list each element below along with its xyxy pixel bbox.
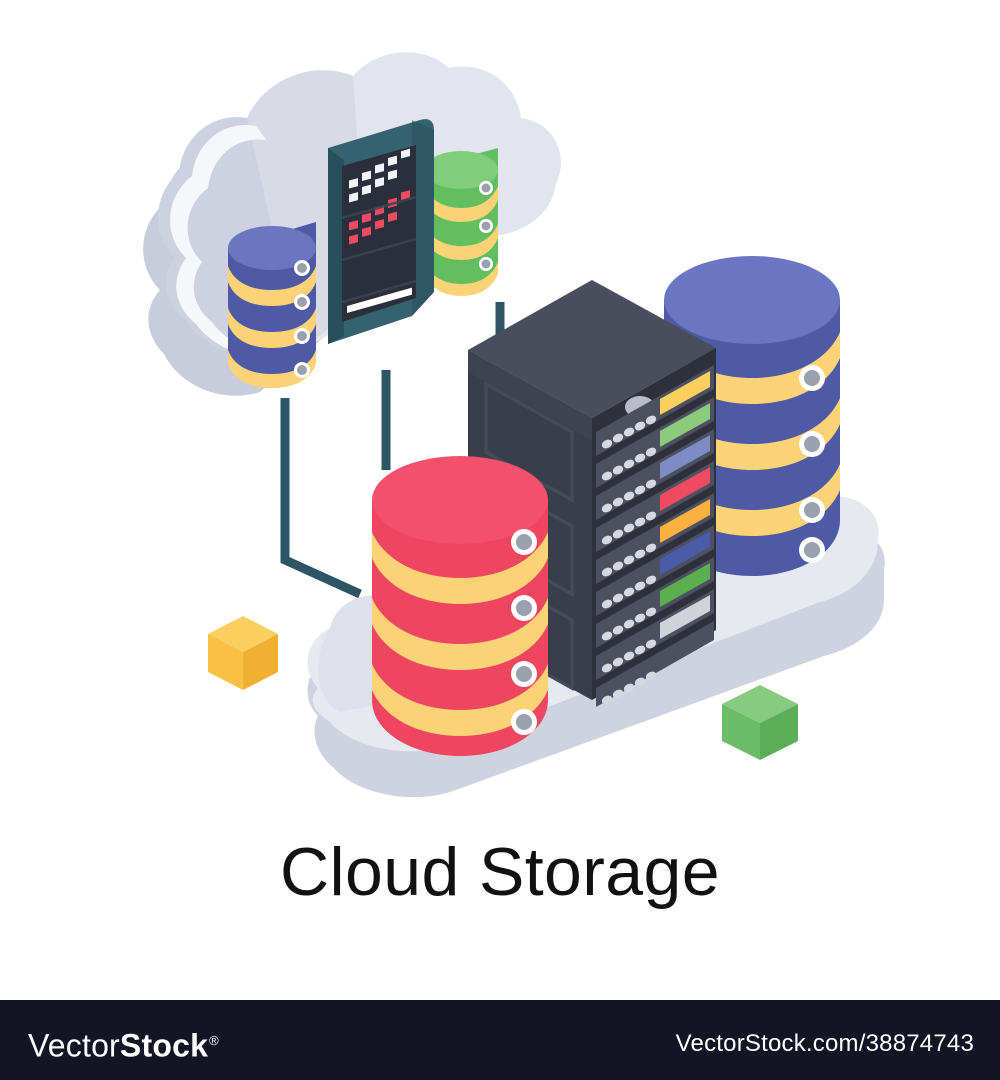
page-title: Cloud Storage — [280, 834, 720, 910]
rack-top-face — [468, 280, 716, 418]
status-bar-3 — [660, 435, 710, 479]
mini-server-rack — [328, 119, 434, 345]
brand-thin: Vector — [28, 1027, 120, 1064]
mini-rack-screen — [342, 145, 416, 322]
cloud-storage-illustration — [143, 52, 885, 798]
database-blue-large-indicators — [799, 365, 825, 563]
cloud-top — [143, 52, 561, 396]
cloud-top-rim — [170, 125, 306, 358]
database-green-small — [424, 148, 498, 296]
rack-bevel — [468, 350, 592, 440]
cube-yellow — [208, 616, 278, 690]
rack-slots — [596, 365, 714, 707]
cloud-platform — [307, 256, 885, 798]
mini-rack-bezel-shadow — [412, 120, 434, 316]
database-red-large-indicators — [511, 529, 537, 735]
database-blue-small-indicators — [294, 260, 310, 378]
database-green-small-indicators — [479, 181, 493, 271]
status-bar-2 — [660, 403, 710, 447]
cube-yellow-right — [243, 634, 278, 690]
cube-green-right — [760, 704, 798, 760]
main-server-rack — [468, 280, 716, 707]
platform-contents — [372, 256, 840, 756]
status-bar-4 — [660, 467, 710, 511]
cube-green-left — [722, 704, 760, 760]
watermark-url: VectorStock.com/38874743 — [675, 1030, 974, 1057]
mini-rack-side — [328, 148, 344, 344]
database-blue-small — [228, 222, 316, 388]
cube-green — [722, 685, 798, 760]
status-bar-6 — [660, 531, 710, 575]
mini-rack-footer-bar — [347, 287, 412, 313]
database-red-large — [372, 456, 548, 756]
status-bar-8 — [660, 595, 710, 639]
vectorstock-logo: VectorStock® — [28, 1024, 219, 1063]
status-bar-7 — [660, 563, 710, 607]
brand-bold: Stock — [119, 1027, 209, 1064]
cube-yellow-left — [208, 634, 243, 690]
status-bar-1 — [660, 371, 710, 415]
status-bar-5 — [660, 499, 710, 543]
cloud-top-contents — [228, 119, 498, 388]
connector-left — [280, 398, 362, 599]
watermark-footer: VectorStock® VectorStock.com/38874743 — [0, 1000, 1000, 1080]
registered-mark: ® — [209, 1033, 219, 1048]
